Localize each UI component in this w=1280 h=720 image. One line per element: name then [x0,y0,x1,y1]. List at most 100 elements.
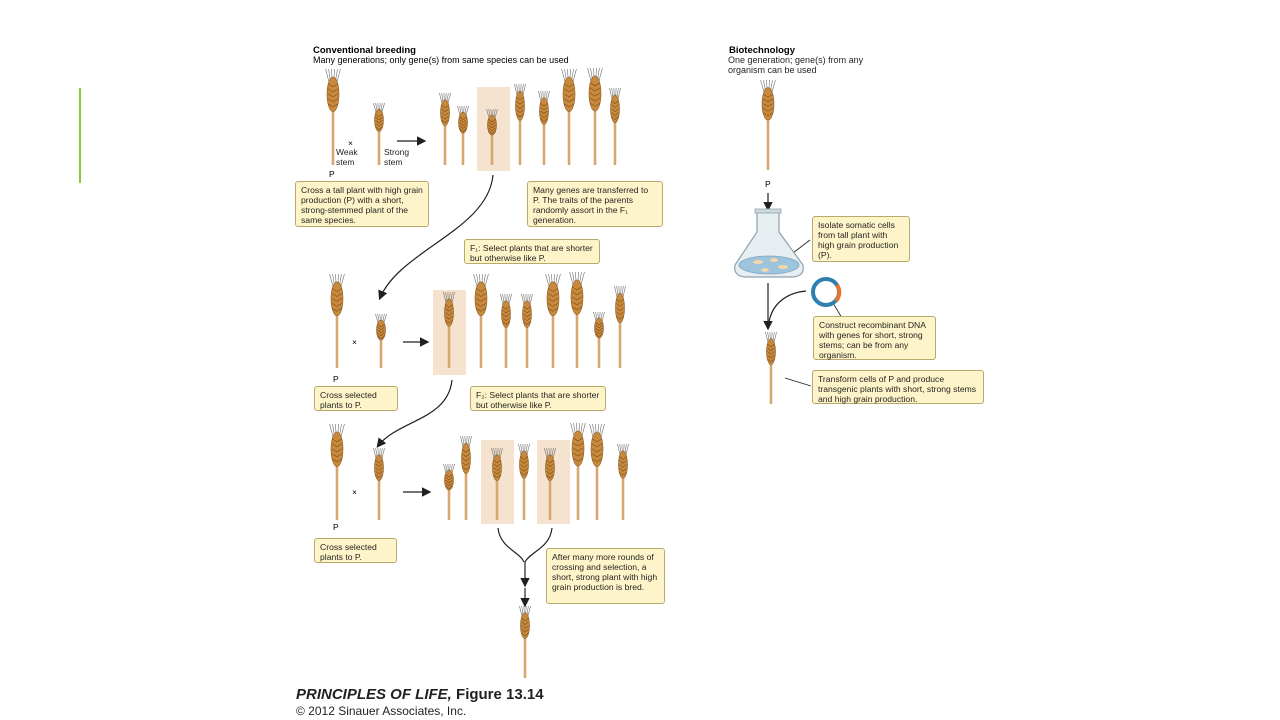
cross-symbol-1: × [348,138,353,148]
kernels [767,343,775,363]
stem [377,469,381,520]
stem [593,95,597,165]
stem [331,96,335,165]
row1-wheat-plant-8 [587,67,603,165]
highlight-f3-select-b [537,440,570,524]
row2-wheat-plant-5 [521,293,533,368]
kernels [332,438,342,463]
strong-stem-label: Strong stem [384,148,410,167]
note-cross-selected-1: Cross selected plants to P. [314,386,398,411]
stem [335,451,339,520]
stem [461,123,465,165]
row2-wheat-plant-3 [473,273,489,368]
arrows-conventional [376,136,553,608]
stem [447,481,451,520]
wheat-head [326,76,340,112]
kernels [590,82,600,107]
row3-wheat-plant-4 [491,447,503,520]
kernels [375,113,383,130]
kernels [619,456,627,476]
row3-wheat-plant-2 [443,463,455,520]
flask-icon [734,208,804,278]
row2-wheat-plant-2 [443,291,455,368]
stem [377,121,381,165]
note-isolate-cells: Isolate somatic cells from tall plant wi… [812,216,910,262]
kernels [523,306,531,325]
arrows-biotech [763,193,807,331]
row2-wheat-plant-8 [593,311,605,368]
kernels [763,93,773,117]
stem [621,466,625,520]
kernels [502,306,510,325]
p-label-2: P [333,374,339,384]
kernels [611,100,619,120]
biotech-subtitle: One generation; gene(s) from any organis… [728,55,864,75]
biotech-subtitle-wrap: One generation; gene(s) from any organis… [728,55,864,75]
kernels [328,83,338,108]
row1-wheat-plant-6 [538,90,550,165]
row3-wheat-plant-3 [460,435,472,520]
stem [567,96,571,165]
stem [766,105,770,170]
kernels [546,459,554,479]
stem [504,315,508,368]
row3-wheat-plant-5 [518,443,530,520]
kernels [573,437,583,462]
stem [618,309,622,368]
stem [490,126,494,165]
row2-wheat-plant-9 [614,285,626,368]
stem [523,627,527,678]
note-cross-tall-short: Cross a tall plant with high grain produ… [295,181,429,227]
kernels [548,288,558,312]
row1-wheat-plant-2 [439,92,451,165]
arrow-plasmid-in [768,290,807,323]
kernels [564,83,574,108]
row1-wheat-plant-0 [325,68,341,165]
note-genes-transferred: Many genes are transferred to P. The tra… [527,181,663,227]
row3-wheat-plant-0 [329,423,345,520]
note-final-bred: After many more rounds of crossing and s… [546,548,665,604]
kernels [375,459,383,479]
kernels [516,96,524,118]
wheat-head [590,431,604,467]
row1-wheat-plant-1 [373,102,385,165]
row3-wheat-plant-9 [617,443,629,520]
kernels [616,298,624,320]
stem [464,460,468,520]
row3-wheat-plant-1 [373,447,385,520]
row2-wheat-plant-1 [375,313,387,368]
wheat-head [761,87,775,121]
note-transform-cells: Transform cells of P and produce transge… [812,370,984,404]
figure-number: Figure 13.14 [451,686,544,703]
kernels [459,116,467,132]
kernels [445,473,453,489]
stem [525,315,529,368]
book-title: PRINCIPLES OF LIFE, [296,686,452,703]
cross-symbol-3: × [352,487,357,497]
kernels [540,103,548,122]
arrow-merge-right [524,527,553,563]
row2-wheat-plant-7 [569,271,585,368]
biotech-title: Biotechnology [729,45,796,56]
stem [548,469,552,520]
wheat-head [570,279,584,315]
row1-wheat-plant-3 [457,105,469,165]
p-label-1: P [329,169,335,179]
note-f2-select: F₂: Select plants that are shorter but o… [470,386,606,411]
row1-wheat-plant-9 [609,87,621,165]
note-construct-dna: Construct recombinant DNA with genes for… [813,316,936,360]
stem [443,114,447,165]
kernels [476,288,486,312]
arrow-f1-to-row2 [378,174,494,301]
wheat-head [474,281,488,317]
row1-wheat-plant-7 [561,68,577,165]
wheat-plants [325,67,777,678]
row2-wheat-plant-6 [545,273,561,368]
kernels [332,288,342,312]
kernels [462,449,470,471]
kernels [445,304,453,324]
p-label-3: P [333,522,339,532]
accent-bar [79,88,81,183]
biotech-p-label: P [765,179,771,189]
kernels [493,459,501,479]
